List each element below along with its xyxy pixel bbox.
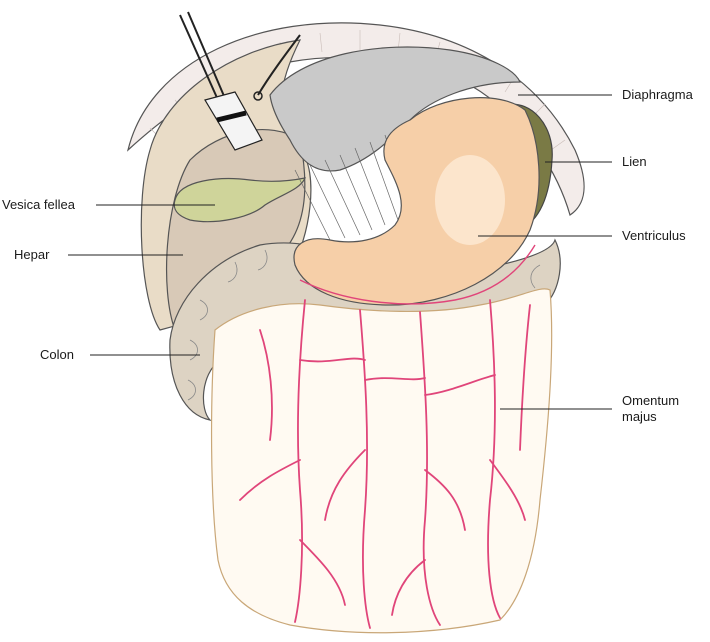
label-hepar: Hepar	[14, 247, 50, 262]
label-omentum: Omentum	[622, 393, 679, 408]
omentum-vessels	[239, 299, 531, 629]
diaphragm-sheet	[269, 46, 521, 172]
label-majus: majus	[622, 409, 657, 424]
stomach	[293, 97, 540, 306]
retractor	[179, 11, 301, 151]
label-diaphragma: Diaphragma	[622, 87, 694, 102]
label-vesica-fellea: Vesica fellea	[2, 197, 76, 212]
colon-haustra	[187, 249, 541, 401]
label-lien: Lien	[622, 154, 647, 169]
label-ventriculus: Ventriculus	[622, 228, 686, 243]
gastroepiploic-arcade	[299, 244, 536, 305]
greater-omentum	[210, 288, 553, 634]
gallbladder	[173, 177, 306, 223]
stomach-highlight	[435, 155, 505, 245]
label-colon: Colon	[40, 347, 74, 362]
